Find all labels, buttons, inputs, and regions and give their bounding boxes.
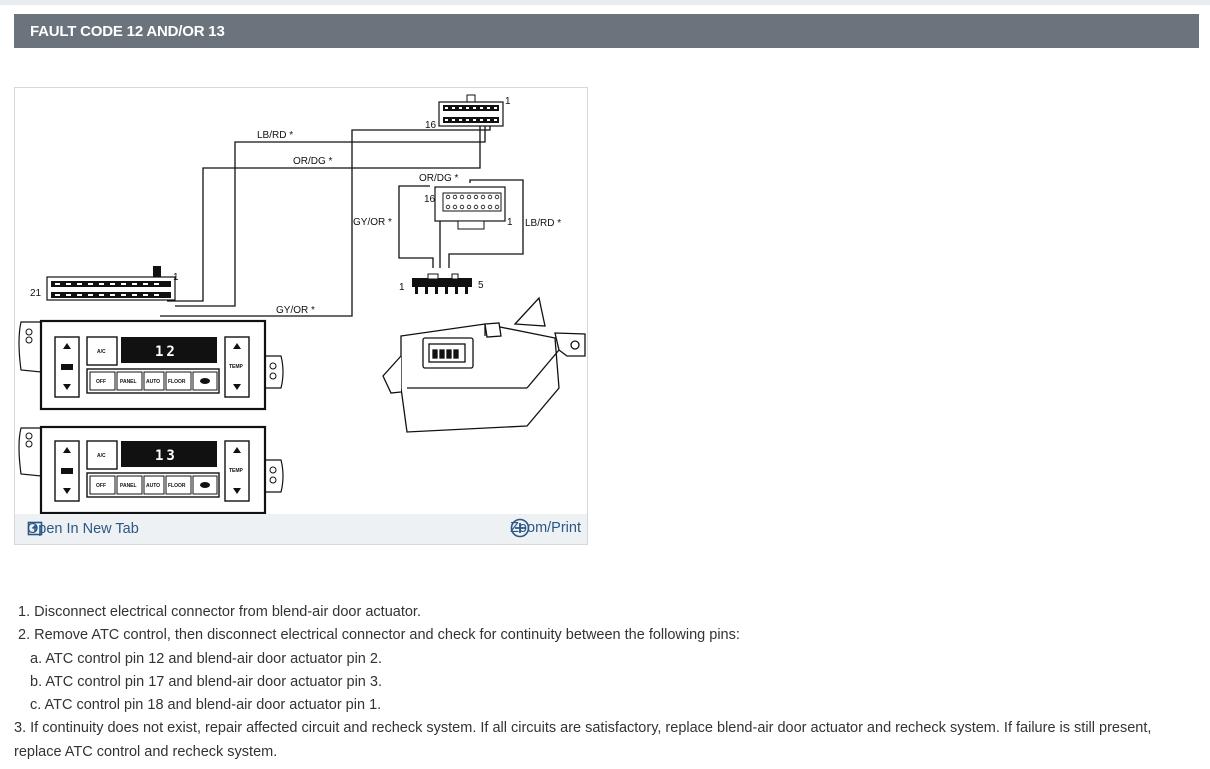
step-3: 3. If continuity does not exist, repair …	[14, 720, 1152, 760]
panel13-ac-label: A/C	[97, 453, 106, 459]
wire-gy-or-bottom	[160, 126, 491, 317]
figure-toolbar: Open In New Tab Zoom/Print	[15, 514, 587, 544]
label-or-dg-conn: OR/DG *	[419, 173, 459, 184]
panel13-temp-label: TEMP	[229, 468, 244, 474]
panel12-ac-label: A/C	[97, 349, 106, 355]
page-title: FAULT CODE 12 AND/OR 13	[30, 23, 225, 40]
pin-left-21: 21	[30, 288, 42, 299]
open-in-new-tab-label: Open In New Tab	[27, 521, 139, 537]
label-gy-or-bottom: GY/OR *	[276, 305, 315, 316]
wiring-diagram-figure: LB/RD * OR/DG * OR/DG * GY/OR * LB/RD * …	[14, 87, 588, 545]
panel12-panel-label: PANEL	[120, 379, 137, 385]
wire-or-dg-top	[167, 126, 481, 302]
section-header: FAULT CODE 12 AND/OR 13	[14, 14, 1199, 48]
panel13-off-label: OFF	[96, 483, 106, 489]
blend-air-door-actuator	[382, 296, 586, 433]
display-code-13: 13	[155, 448, 178, 464]
step-1: 1. Disconnect electrical connector from …	[18, 604, 421, 620]
panel12-auto-label: AUTO	[146, 379, 160, 385]
step-2a: a. ATC control pin 12 and blend-air door…	[30, 650, 382, 667]
panel12-floor-label: FLOOR	[168, 379, 186, 385]
label-gy-or-side: GY/OR *	[353, 217, 392, 228]
label-lb-rd-top: LB/RD *	[257, 130, 293, 141]
atc-panel-13	[18, 425, 284, 514]
panel12-temp-label: TEMP	[229, 364, 244, 370]
zoom-plus-icon	[510, 518, 530, 538]
display-code-12: 12	[155, 344, 178, 360]
panel13-panel-label: PANEL	[120, 483, 137, 489]
mid-connector	[434, 186, 506, 230]
step-2c: c. ATC control pin 18 and blend-air door…	[30, 697, 382, 714]
pin-mid-16: 16	[424, 194, 436, 205]
wire-lb-rd-top	[175, 126, 486, 307]
step-2b: b. ATC control pin 17 and blend-air door…	[30, 673, 382, 690]
pin-mid-1: 1	[507, 217, 513, 228]
atc-panel-12	[18, 319, 284, 411]
panel13-auto-label: AUTO	[146, 483, 160, 489]
pin-top-1: 1	[505, 96, 511, 107]
open-in-new-tab-link[interactable]: Open In New Tab	[27, 520, 139, 538]
top-divider	[0, 0, 1210, 5]
step-2: 2. Remove ATC control, then disconnect e…	[18, 627, 740, 644]
actuator-connector	[412, 273, 472, 294]
procedure-steps: 1. Disconnect electrical connector from …	[14, 601, 1199, 764]
pin-left-1: 1	[173, 272, 179, 283]
label-or-dg-top: OR/DG *	[293, 156, 333, 167]
panel12-off-label: OFF	[96, 379, 106, 385]
panel13-floor-label: FLOOR	[168, 483, 186, 489]
pin-act-5: 5	[478, 280, 484, 291]
wire-lb-rd-side	[448, 179, 524, 268]
left-connector	[46, 266, 176, 301]
zoom-print-link[interactable]: Zoom/Print	[510, 518, 581, 538]
pin-top-16: 16	[425, 120, 437, 131]
top-connector	[438, 94, 504, 127]
open-new-tab-icon	[27, 521, 43, 536]
label-lb-rd-side: LB/RD *	[525, 218, 561, 229]
wire-gy-or-side	[398, 185, 434, 268]
pin-act-1: 1	[399, 282, 405, 293]
wiring-diagram: LB/RD * OR/DG * OR/DG * GY/OR * LB/RD * …	[18, 94, 586, 514]
